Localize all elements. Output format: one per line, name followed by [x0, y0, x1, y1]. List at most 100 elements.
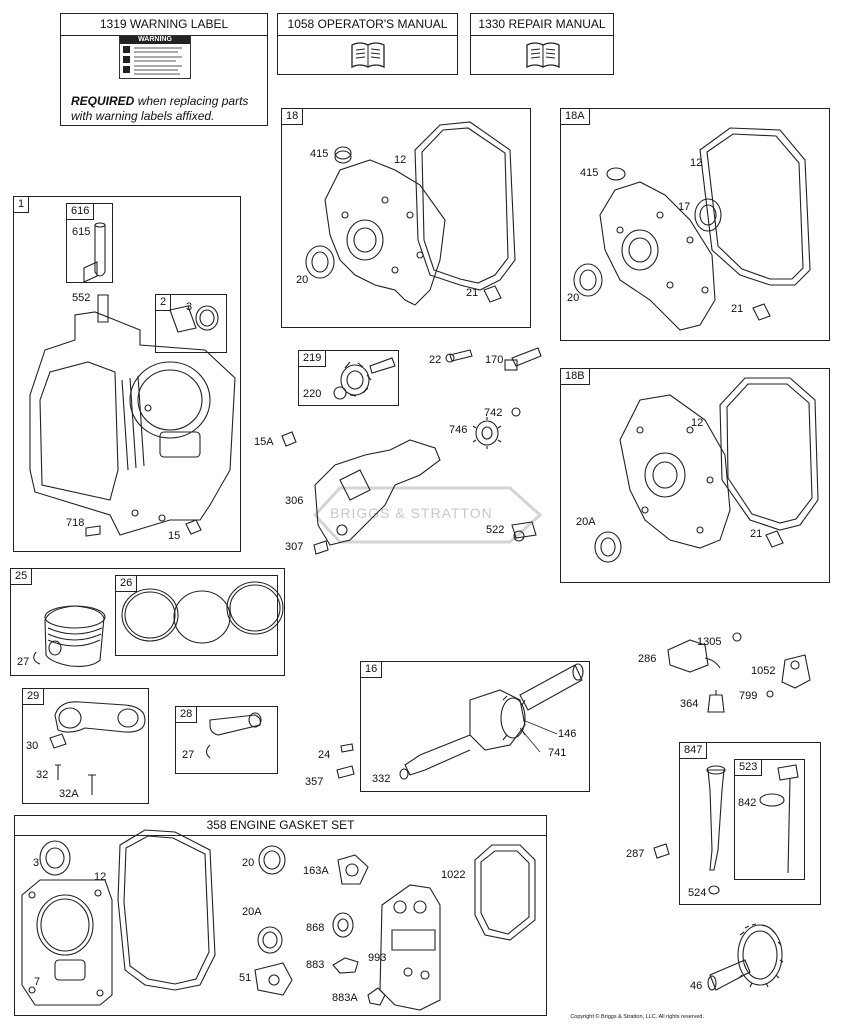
part-label: 146 — [558, 728, 577, 740]
part-label: 883 — [306, 959, 325, 971]
gasket-set-drawing — [21, 829, 536, 1011]
part-label: 12 — [94, 871, 107, 883]
group-box-29: 29 — [22, 688, 149, 804]
group-box-26: 26 — [115, 575, 278, 656]
part-label: 307 — [285, 541, 304, 553]
operators-manual-box: 1058 OPERATOR'S MANUAL — [277, 13, 458, 75]
group-tag: 18A — [561, 109, 590, 125]
part-label: 22 — [429, 354, 442, 366]
group-tag: 16 — [361, 662, 383, 678]
group-tag: 523 — [735, 760, 763, 776]
part-label: 46 — [690, 980, 703, 992]
part-label: 24 — [318, 749, 331, 761]
part-label: 17 — [678, 201, 691, 213]
part-label: 51 — [239, 972, 252, 984]
part-label: 3 — [33, 857, 40, 869]
part-label: 220 — [303, 388, 322, 400]
part-label: 415 — [580, 167, 599, 179]
group-box-616: 616 — [66, 203, 113, 283]
part-label: 741 — [548, 747, 567, 759]
part-label: 868 — [306, 922, 325, 934]
group-box-18B: 18B — [560, 368, 830, 583]
leader-lines — [519, 719, 558, 753]
part-label: 15A — [254, 436, 274, 448]
part-label: 1022 — [441, 869, 466, 881]
group-tag: 29 — [23, 689, 45, 705]
part-label: 21 — [466, 287, 479, 299]
group-tag: 219 — [299, 351, 327, 367]
group-box-523: 523 — [734, 759, 805, 880]
watermark-text: BRIGGS & STRATTON — [330, 505, 493, 521]
part-label: 27 — [17, 656, 30, 668]
group-tag: 2 — [156, 295, 172, 311]
warning-label-box: 1319 WARNING LABEL WARNING REQUIRED when… — [60, 13, 268, 126]
part-label: 993 — [368, 952, 387, 964]
crankcase-cover-drawing-18a — [573, 127, 811, 331]
part-label: 20 — [242, 857, 255, 869]
part-label: 20A — [576, 516, 596, 528]
warning-label-title: 1319 WARNING LABEL — [61, 14, 267, 36]
part-label: 615 — [72, 226, 91, 238]
part-label: 1305 — [697, 636, 722, 648]
part-label: 30 — [26, 740, 39, 752]
group-tag: 18B — [561, 369, 590, 385]
part-label: 799 — [739, 690, 758, 702]
group-box-16: 16 — [360, 661, 590, 792]
gasket-set-box: 358 ENGINE GASKET SET — [14, 815, 547, 1016]
dipstick-tube-drawing — [653, 764, 799, 895]
group-tag: 18 — [282, 109, 304, 125]
camshaft-drawing — [707, 923, 784, 991]
part-label: 21 — [750, 528, 763, 540]
part-label: 32 — [36, 769, 49, 781]
part-label: 3 — [186, 301, 193, 313]
part-label: 20A — [242, 906, 262, 918]
repair-manual-title: 1330 REPAIR MANUAL — [471, 14, 613, 36]
part-label: 170 — [485, 354, 504, 366]
part-label: 21 — [731, 303, 744, 315]
group-tag: 847 — [680, 743, 708, 759]
crankshaft-drawing — [336, 663, 584, 780]
part-label: 1052 — [751, 665, 776, 677]
group-tag: 1 — [14, 197, 30, 213]
part-label: 524 — [688, 887, 707, 899]
connecting-rod-drawing — [49, 701, 262, 795]
part-label: 20 — [296, 274, 309, 286]
group-box-18: 18 — [281, 108, 531, 328]
part-label: 332 — [372, 773, 391, 785]
part-label: 32A — [59, 788, 79, 800]
part-label: 357 — [305, 776, 324, 788]
part-label: 364 — [680, 698, 699, 710]
group-box-219: 219 — [298, 350, 399, 406]
group-box-18A: 18A — [560, 108, 830, 341]
part-label: 742 — [484, 407, 503, 419]
part-label: 20 — [567, 292, 580, 304]
group-tag: 616 — [67, 204, 95, 220]
operators-manual-title: 1058 OPERATOR'S MANUAL — [278, 14, 457, 36]
crankcase-cover-drawing-18b — [594, 377, 819, 563]
copyright-notice: Copyright © Briggs & Stratton, LLC. All … — [570, 1014, 704, 1020]
part-label: 287 — [626, 848, 645, 860]
part-label: 12 — [394, 154, 407, 166]
warning-sticker: WARNING — [119, 35, 191, 79]
cylinder-block-drawing — [29, 222, 236, 537]
repair-manual-box: 1330 REPAIR MANUAL — [470, 13, 614, 75]
governor-gear-drawing — [333, 357, 396, 400]
part-label: 718 — [66, 517, 85, 529]
book-icon — [526, 42, 560, 69]
group-tag: 26 — [116, 576, 138, 592]
part-label: 842 — [738, 797, 757, 809]
misc-parts-drawing — [281, 347, 542, 555]
part-label: 883A — [332, 992, 358, 1004]
crankcase-cover-drawing — [305, 121, 516, 306]
group-box-1: 1 — [13, 196, 241, 552]
part-label: 7 — [34, 976, 41, 988]
part-label: 415 — [310, 148, 329, 160]
part-label: 286 — [638, 653, 657, 665]
group-box-847: 847 — [679, 742, 821, 905]
group-box-25: 25 — [10, 568, 285, 676]
part-label: 522 — [486, 524, 505, 536]
group-tag: 25 — [11, 569, 33, 585]
part-label: 306 — [285, 495, 304, 507]
